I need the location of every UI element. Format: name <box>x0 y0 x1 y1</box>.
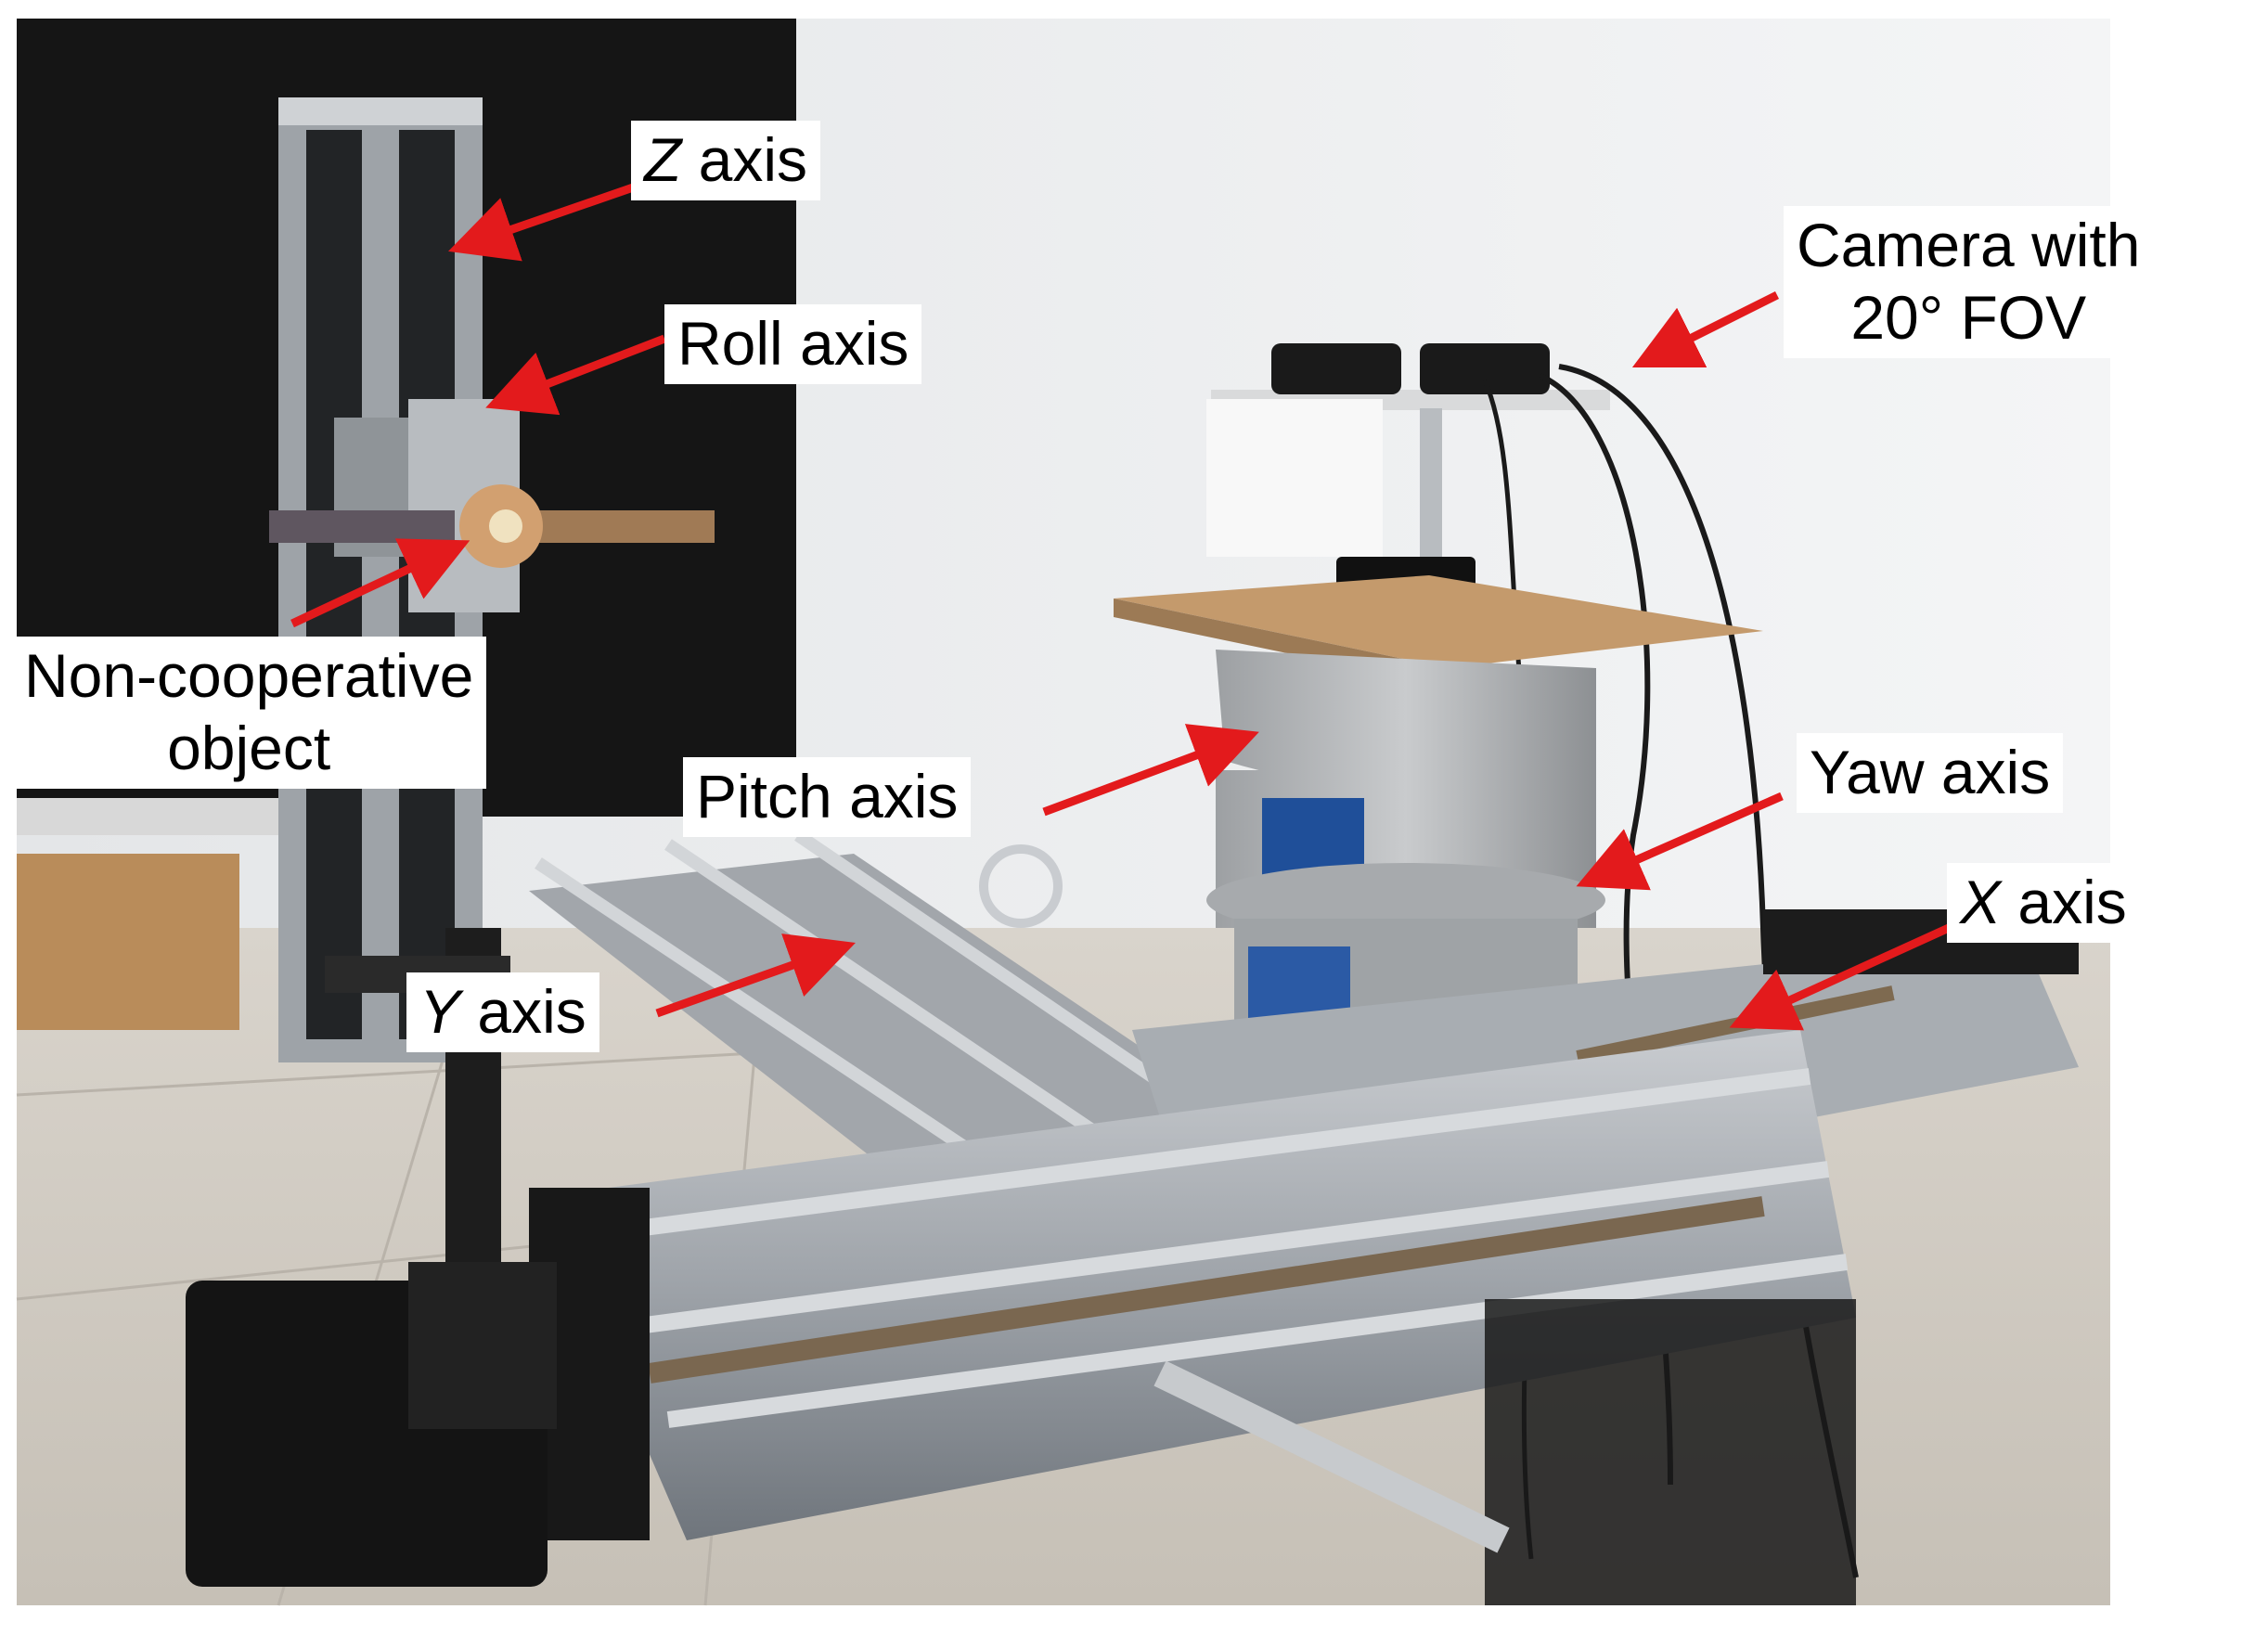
paper-note <box>1206 399 1383 557</box>
cardboard-box <box>17 854 239 1030</box>
y-axis-arrow <box>655 933 856 1018</box>
noncoop-label-line2: object <box>167 713 331 782</box>
y-axis-label-word: axis <box>460 977 586 1046</box>
base-legs <box>1485 1299 1856 1605</box>
base-screw <box>648 1196 1765 1384</box>
yaw-axis-arrow <box>1576 792 1784 891</box>
camera-right <box>1420 343 1550 394</box>
camera-arrow <box>1631 290 1780 368</box>
floor-tile-lines <box>16 927 836 1606</box>
z-axis-arrow <box>447 181 640 262</box>
handwheel <box>979 844 1063 928</box>
support-rod <box>1153 1360 1510 1553</box>
pitch-axis-arrow <box>1042 724 1259 817</box>
pitch-axis-label: Pitch axis <box>683 757 972 837</box>
camera-post <box>1420 408 1442 566</box>
z-axis-top-cap <box>278 97 483 125</box>
noncoop-object-label: Non-cooperative object <box>11 637 487 789</box>
roll-axis-label: Roll axis <box>664 304 922 384</box>
camera-label-line1: Camera with <box>1797 211 2141 279</box>
z-axis-slot-left <box>306 130 362 1039</box>
roll-axis-arrow <box>485 334 666 416</box>
x-axis-label-word: axis <box>2001 868 2127 936</box>
blue-sticker-2 <box>1248 946 1350 1021</box>
y-axis-label-letter: Y <box>419 977 461 1046</box>
camera-left <box>1271 343 1401 394</box>
camera-label-line2: 20° FOV <box>1850 282 2087 352</box>
object-hub <box>489 509 522 543</box>
yaw-axis-label: Yaw axis <box>1797 733 2064 813</box>
wooden-platform <box>1114 575 1763 668</box>
z-axis-label-letter: Z <box>644 125 682 194</box>
noncoop-label-line1: Non-cooperative <box>24 641 474 710</box>
z-axis-label: Z axis <box>631 121 821 200</box>
annotation-arrows <box>290 181 1951 1031</box>
pitch-axis-housing <box>1216 650 1596 792</box>
motor-coupling <box>408 1262 557 1429</box>
solar-panel-left <box>269 510 455 543</box>
y-axis-rods <box>535 830 1210 1165</box>
base-rods <box>592 1068 1849 1428</box>
noncoop-arrow <box>290 538 470 628</box>
camera-label: Camera with 20° FOV <box>1784 206 2154 358</box>
z-axis-label-word: axis <box>681 125 808 194</box>
y-axis-label: Y axis <box>406 972 599 1052</box>
solar-panel-right <box>538 510 715 543</box>
x-axis-label-letter: X <box>1960 868 2002 936</box>
x-axis-label: X axis <box>1947 863 2140 943</box>
x-axis-arrow <box>1729 923 1951 1031</box>
